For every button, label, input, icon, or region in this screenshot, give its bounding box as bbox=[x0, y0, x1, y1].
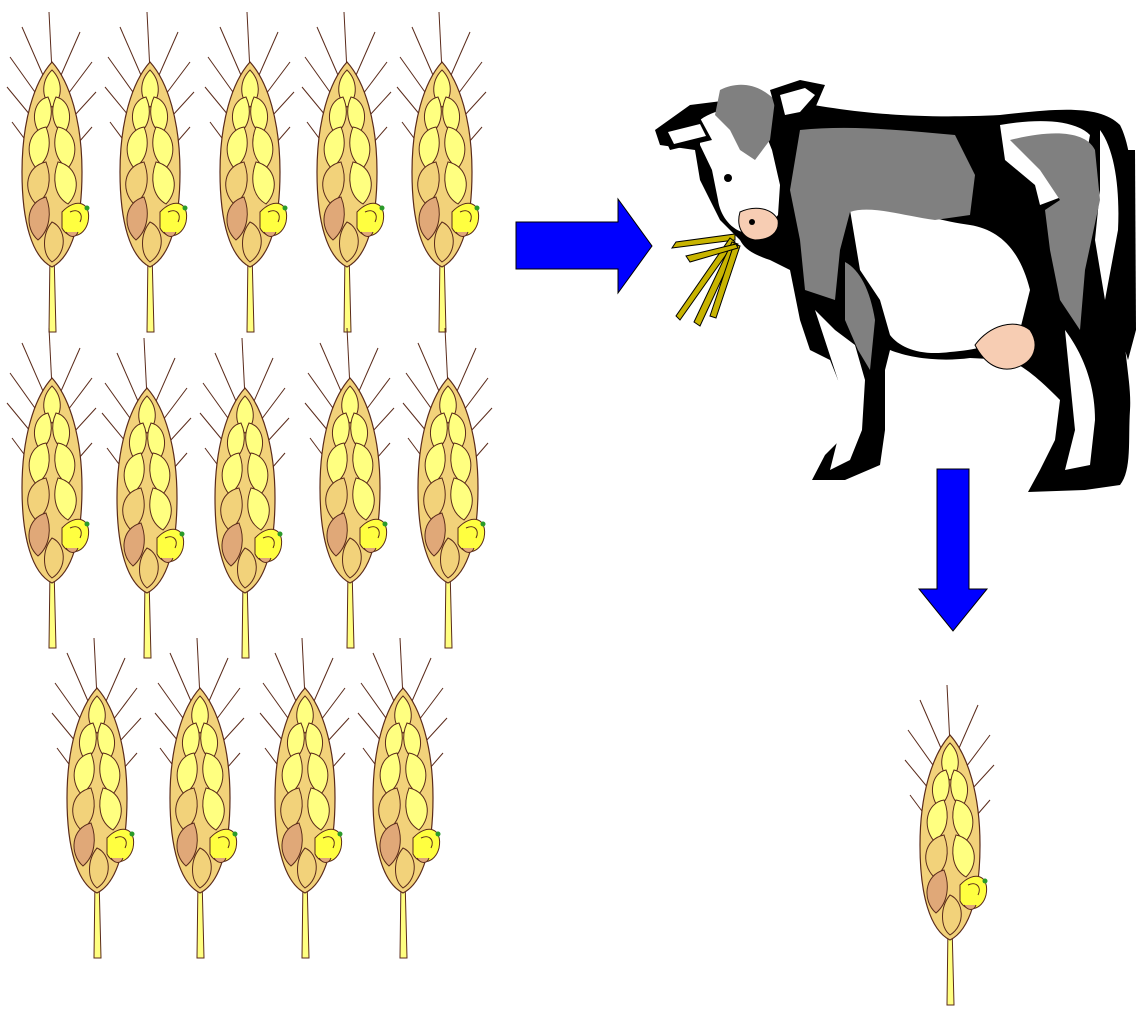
cow-icon bbox=[655, 80, 1136, 492]
wheat-ear-icon bbox=[205, 12, 294, 332]
wheat-ear-icon bbox=[403, 328, 492, 648]
arrow-right-icon bbox=[516, 199, 652, 293]
wheat-ear-icon bbox=[102, 338, 191, 658]
wheat-ear-icon bbox=[155, 638, 244, 958]
wheat-ear-icon bbox=[105, 12, 194, 332]
arrow-down-icon bbox=[919, 469, 987, 631]
wheat-ear-icon bbox=[7, 328, 96, 648]
wheat-ear-icon bbox=[905, 685, 994, 1005]
wheat-ear-icon bbox=[302, 12, 391, 332]
wheat-ear-icon bbox=[260, 638, 349, 958]
wheat-ear-icon bbox=[358, 638, 447, 958]
wheat-ear-icon bbox=[7, 12, 96, 332]
wheat-ear-icon bbox=[200, 338, 289, 658]
wheat-ear-icon bbox=[397, 12, 486, 332]
wheat-ear-icon bbox=[52, 638, 141, 958]
wheat-group-input bbox=[7, 12, 492, 958]
wheat-ear-icon bbox=[305, 328, 394, 648]
wheat-group-output bbox=[905, 685, 994, 1005]
